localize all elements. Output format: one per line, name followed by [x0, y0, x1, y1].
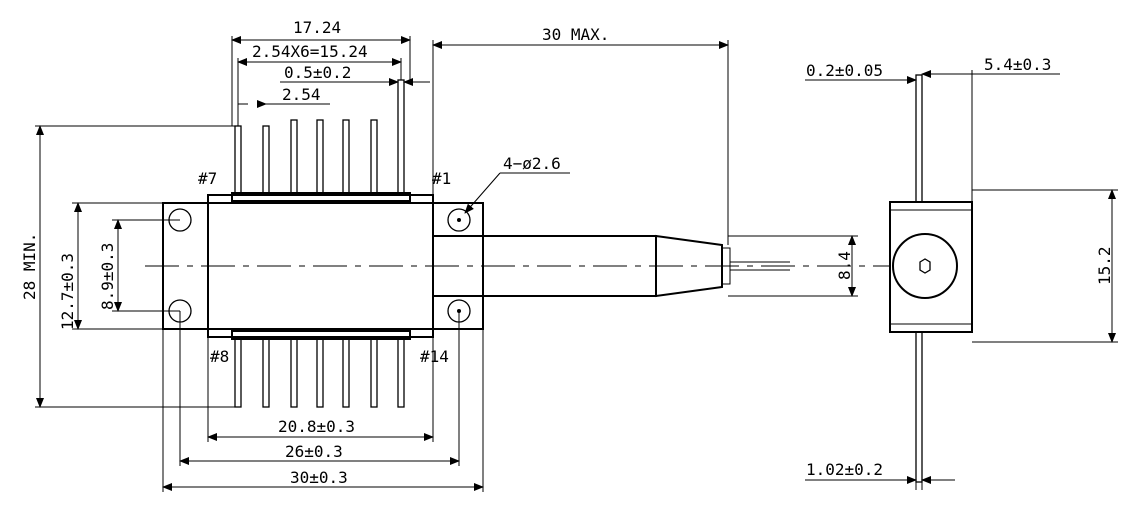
side-fiber-icon [919, 258, 931, 274]
dim-side-offset: 0.2±0.05 [806, 61, 883, 80]
bottom-pin-row [231, 330, 411, 408]
dim-side-depth: 5.4±0.3 [984, 55, 1051, 74]
dim-hole-span-outer: 12.7±0.3 [58, 253, 77, 330]
side-lead-bottom [915, 331, 923, 483]
dim-lead-min: 28 MIN. [20, 233, 39, 300]
pin-label-1: #1 [432, 169, 451, 188]
front-view: #7 #1 #8 #14 17.24 2.54X6=15.24 0.5±0.2 … [20, 18, 890, 492]
pin-label-8: #8 [210, 347, 229, 366]
dim-lead-thickness: 1.02±0.2 [806, 460, 883, 479]
pin-label-14: #14 [420, 347, 449, 366]
dim-boot-height: 8.4 [835, 251, 854, 280]
dim-fiber-length: 30 MAX. [542, 25, 609, 44]
fiber-boot [655, 234, 723, 298]
dim-hole-pitch: 26±0.3 [285, 442, 343, 461]
dim-pitch-total: 2.54X6=15.24 [252, 42, 368, 61]
dim-hole-span-inner: 8.9±0.3 [98, 243, 117, 310]
top-pin-row [231, 79, 411, 202]
dim-pitch: 2.54 [282, 85, 321, 104]
side-view: 0.2±0.05 5.4±0.3 15.2 1.02±0.2 [805, 55, 1118, 490]
dim-flange-width: 30±0.3 [290, 468, 348, 487]
dim-overall-top: 17.24 [293, 18, 341, 37]
side-boot-outline [892, 233, 958, 299]
pin-label-7: #7 [198, 169, 217, 188]
dim-mount-holes: 4−ø2.6 [503, 154, 561, 173]
dim-pin-width: 0.5±0.2 [284, 63, 351, 82]
side-body [889, 201, 973, 333]
dim-side-height: 15.2 [1095, 246, 1114, 285]
dim-body-width: 20.8±0.3 [278, 417, 355, 436]
side-lead-top [915, 74, 923, 203]
